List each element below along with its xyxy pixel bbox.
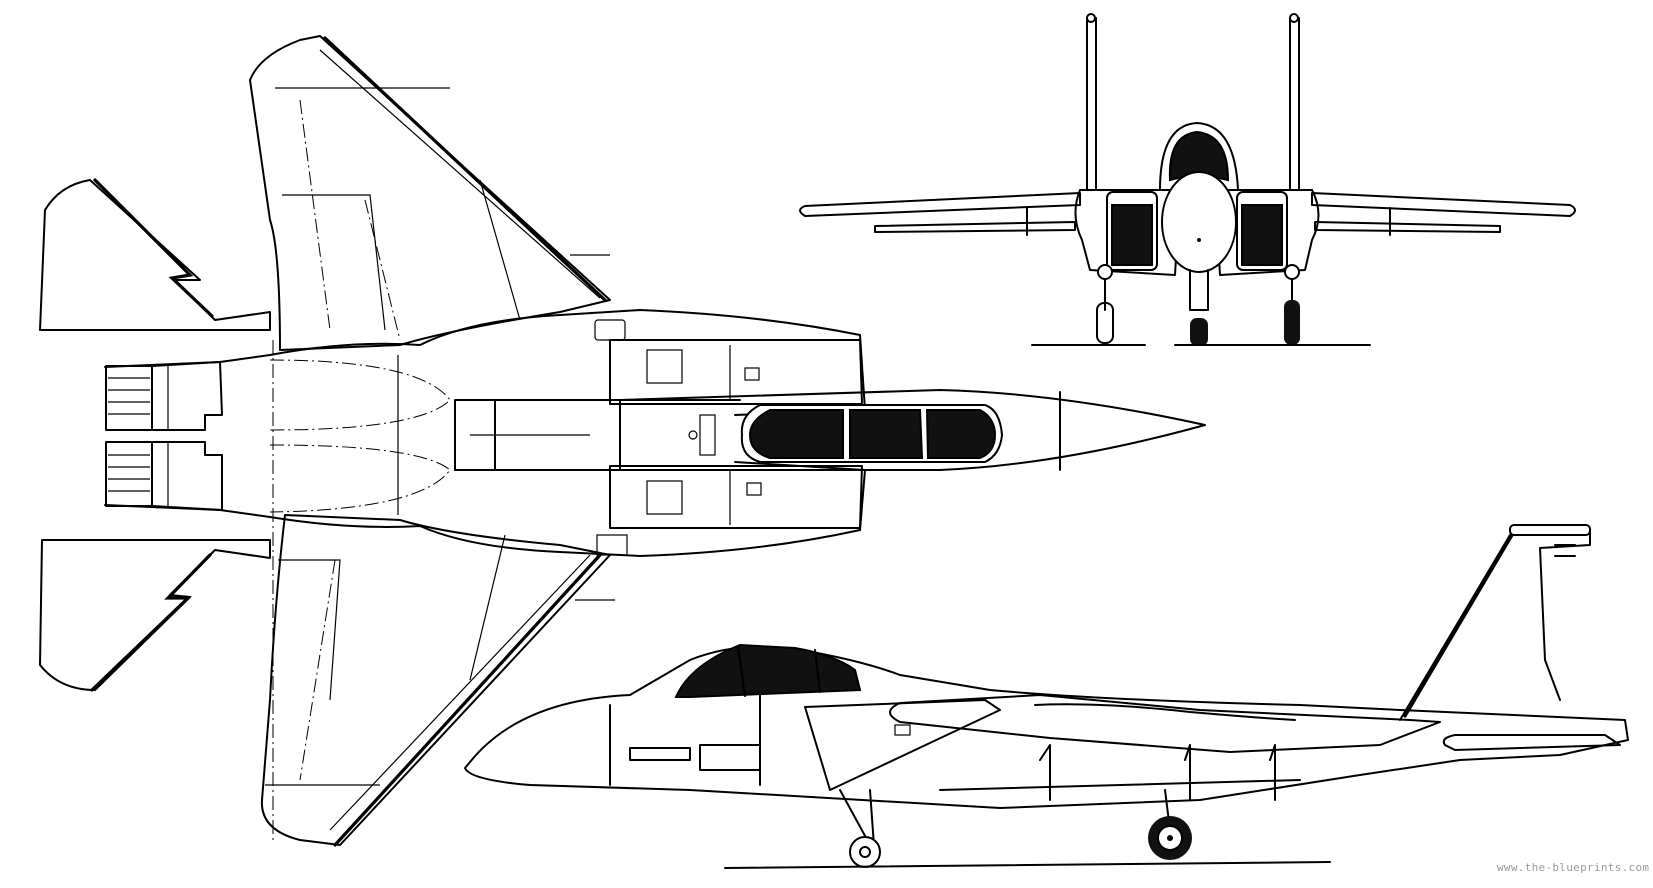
watermark-text: www.the-blueprints.com [1497,861,1650,874]
